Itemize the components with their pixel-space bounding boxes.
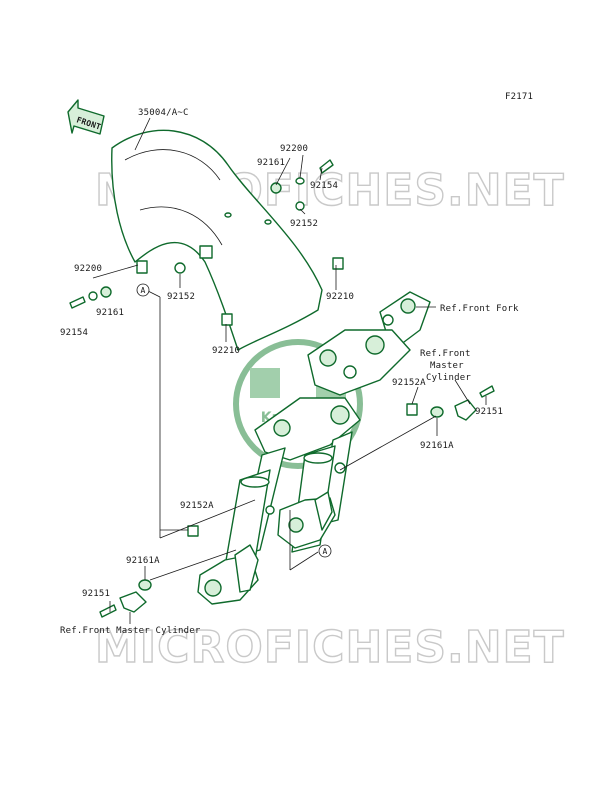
label-92161A-left: 92161A bbox=[126, 556, 160, 566]
label-ref-master-3: Cylinder bbox=[426, 373, 471, 383]
label-92161A-right: 92161A bbox=[420, 441, 454, 451]
label-92152A-left: 92152A bbox=[180, 501, 214, 511]
left-bottom-parts bbox=[99, 525, 199, 618]
label-92152A-right: 92152A bbox=[392, 378, 426, 388]
callout-a-right-label: A bbox=[322, 547, 327, 556]
label-92161-left: 92161 bbox=[96, 308, 124, 318]
label-92152-top: 92152 bbox=[290, 219, 318, 229]
label-92154-top: 92154 bbox=[310, 181, 338, 191]
label-92151-right: 92151 bbox=[475, 407, 503, 417]
callout-a-left-label: A bbox=[140, 286, 145, 295]
label-92151-left: 92151 bbox=[82, 589, 110, 599]
callout-a-right: A bbox=[318, 544, 332, 558]
leader-lines bbox=[92, 117, 487, 624]
right-side-parts bbox=[265, 385, 495, 515]
label-92154-left: 92154 bbox=[60, 328, 88, 338]
label-ref-master-2: Master bbox=[430, 361, 464, 371]
label-92152-left: 92152 bbox=[167, 292, 195, 302]
top-fasteners bbox=[270, 159, 334, 211]
label-92210-left: 92210 bbox=[212, 346, 240, 356]
label-ref-master-bottom: Ref.Front Master Cylinder bbox=[60, 626, 201, 636]
label-92200-top: 92200 bbox=[280, 144, 308, 154]
left-fasteners bbox=[69, 286, 112, 309]
front-fender bbox=[111, 129, 323, 351]
triple-clamp bbox=[254, 291, 431, 461]
watermark-bottom: MICROFICHES.NET bbox=[95, 622, 565, 673]
fork-lower-legs bbox=[197, 491, 336, 605]
label-ref-front-fork: Ref.Front Fork bbox=[440, 304, 519, 314]
figure-code: F2171 bbox=[505, 92, 533, 102]
label-fender: 35004/A~C bbox=[138, 108, 189, 118]
label-92200-left: 92200 bbox=[74, 264, 102, 274]
label-92210-right: 92210 bbox=[326, 292, 354, 302]
callout-a-left: A bbox=[136, 283, 150, 297]
label-ref-master-1: Ref.Front bbox=[420, 349, 471, 359]
bracket-parts bbox=[136, 245, 344, 326]
front-arrow-icon: FRONT bbox=[67, 99, 105, 135]
label-92161-top: 92161 bbox=[257, 158, 285, 168]
